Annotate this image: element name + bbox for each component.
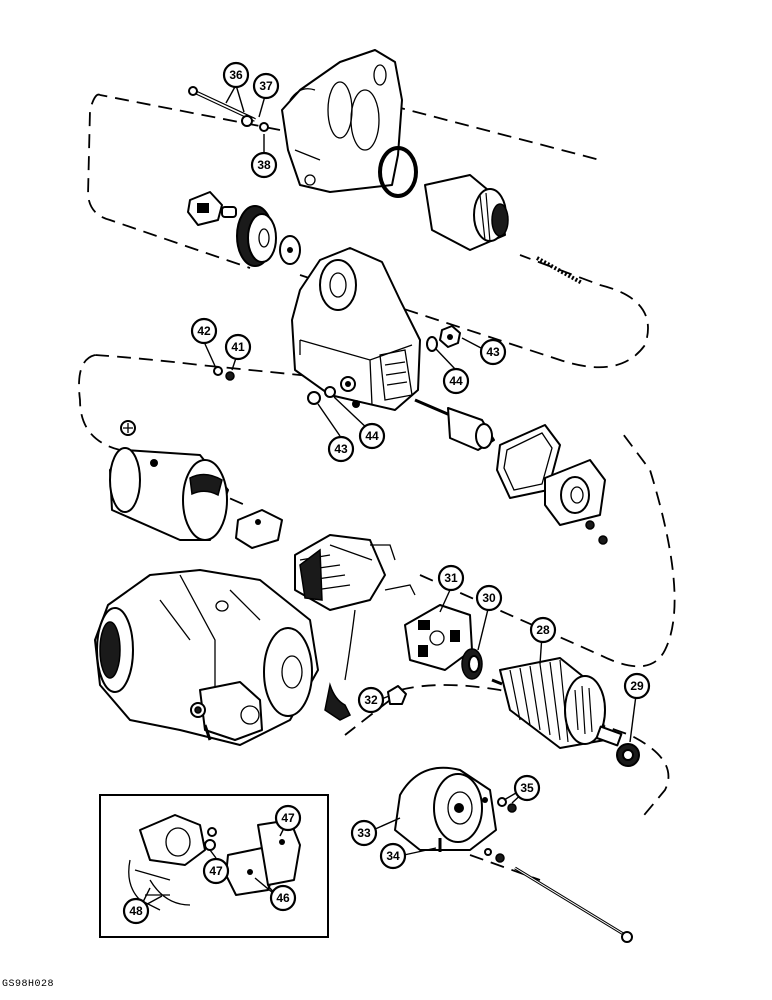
callout-35: 35 <box>513 774 541 802</box>
armature <box>491 657 623 749</box>
callout-48-label: 48 <box>129 904 143 918</box>
brush-spring <box>387 685 407 705</box>
inset-solenoid-detail <box>128 814 217 911</box>
middle-group-outline <box>78 354 676 668</box>
callout-33: 33 <box>350 819 378 847</box>
callout-34: 34 <box>379 842 407 870</box>
end-bearing <box>616 743 640 767</box>
commutator-end-frame <box>394 766 497 852</box>
callout-32: 32 <box>357 686 385 714</box>
callout-39-label: 41 <box>231 340 245 354</box>
washer-38 <box>259 122 269 132</box>
terminal-stud <box>340 376 356 392</box>
callout-35-label: 35 <box>520 781 534 795</box>
callout-46: 46 <box>269 884 297 912</box>
callout-39: 41 <box>224 333 252 361</box>
callout-28-label: 28 <box>536 623 550 637</box>
callout-47-bottom-label: 47 <box>209 864 223 878</box>
long-through-bolt <box>484 848 633 943</box>
callout-31: 31 <box>437 564 465 592</box>
callout-41-label: 43 <box>334 442 348 456</box>
callout-29: 29 <box>623 672 651 700</box>
field-lead <box>324 609 356 721</box>
gear <box>236 205 277 267</box>
assembled-starter <box>94 569 319 746</box>
brush-holder <box>404 604 473 671</box>
washer-40 <box>213 366 223 376</box>
callout-29-label: 29 <box>630 679 644 693</box>
callout-31-label: 31 <box>444 571 458 585</box>
o-ring <box>378 146 418 198</box>
figure-code: GS98H028 <box>2 979 55 990</box>
callout-42: 44 <box>358 422 386 450</box>
plunger <box>414 398 495 451</box>
shift-fork <box>187 191 223 226</box>
callout-40-label: 42 <box>197 324 211 338</box>
pinion-clutch <box>424 174 509 251</box>
washer-37 <box>241 115 253 127</box>
screw-35 <box>507 803 517 813</box>
yoke <box>109 447 229 541</box>
field-coil <box>294 534 416 611</box>
inset-cover-plate <box>225 819 301 896</box>
callout-46-label: 46 <box>276 891 290 905</box>
callout-30: 30 <box>475 584 503 612</box>
cover-screw-2 <box>598 535 608 545</box>
callout-36: 36 <box>222 61 250 89</box>
callout-47-bottom: 47 <box>202 857 230 885</box>
callout-44: 44 <box>442 367 470 395</box>
callout-38: 38 <box>250 151 278 179</box>
drive-end-housing <box>281 49 403 193</box>
callout-43: 43 <box>479 338 507 366</box>
callout-44-label: 44 <box>449 374 463 388</box>
callout-32-label: 32 <box>364 693 378 707</box>
through-bolt <box>188 86 256 122</box>
callout-48: 48 <box>122 897 150 925</box>
callout-41: 43 <box>327 435 355 463</box>
callout-37: 37 <box>252 72 280 100</box>
callout-42-label: 44 <box>365 429 379 443</box>
nut-43 <box>439 325 461 348</box>
callout-40: 42 <box>190 317 218 345</box>
center-housing <box>291 247 421 411</box>
washer-44 <box>426 336 438 352</box>
return-spring <box>536 256 583 285</box>
callout-47-top: 47 <box>274 804 302 832</box>
callout-33-label: 33 <box>357 826 371 840</box>
callout-43-label: 43 <box>486 345 500 359</box>
cover-screw <box>585 520 595 530</box>
callout-28: 28 <box>529 616 557 644</box>
screw-39 <box>225 371 235 381</box>
bearing <box>461 648 483 680</box>
callout-34-label: 34 <box>386 849 400 863</box>
callout-30-label: 30 <box>482 591 496 605</box>
pin <box>221 206 237 218</box>
washer-42 <box>324 386 336 398</box>
pole-shoe <box>235 509 283 549</box>
callout-37-label: 37 <box>259 79 273 93</box>
callout-47-top-label: 47 <box>281 811 295 825</box>
callout-38-label: 38 <box>257 158 271 172</box>
callout-36-label: 36 <box>229 68 243 82</box>
solenoid-cover <box>544 459 606 526</box>
nut-41 <box>307 391 321 405</box>
